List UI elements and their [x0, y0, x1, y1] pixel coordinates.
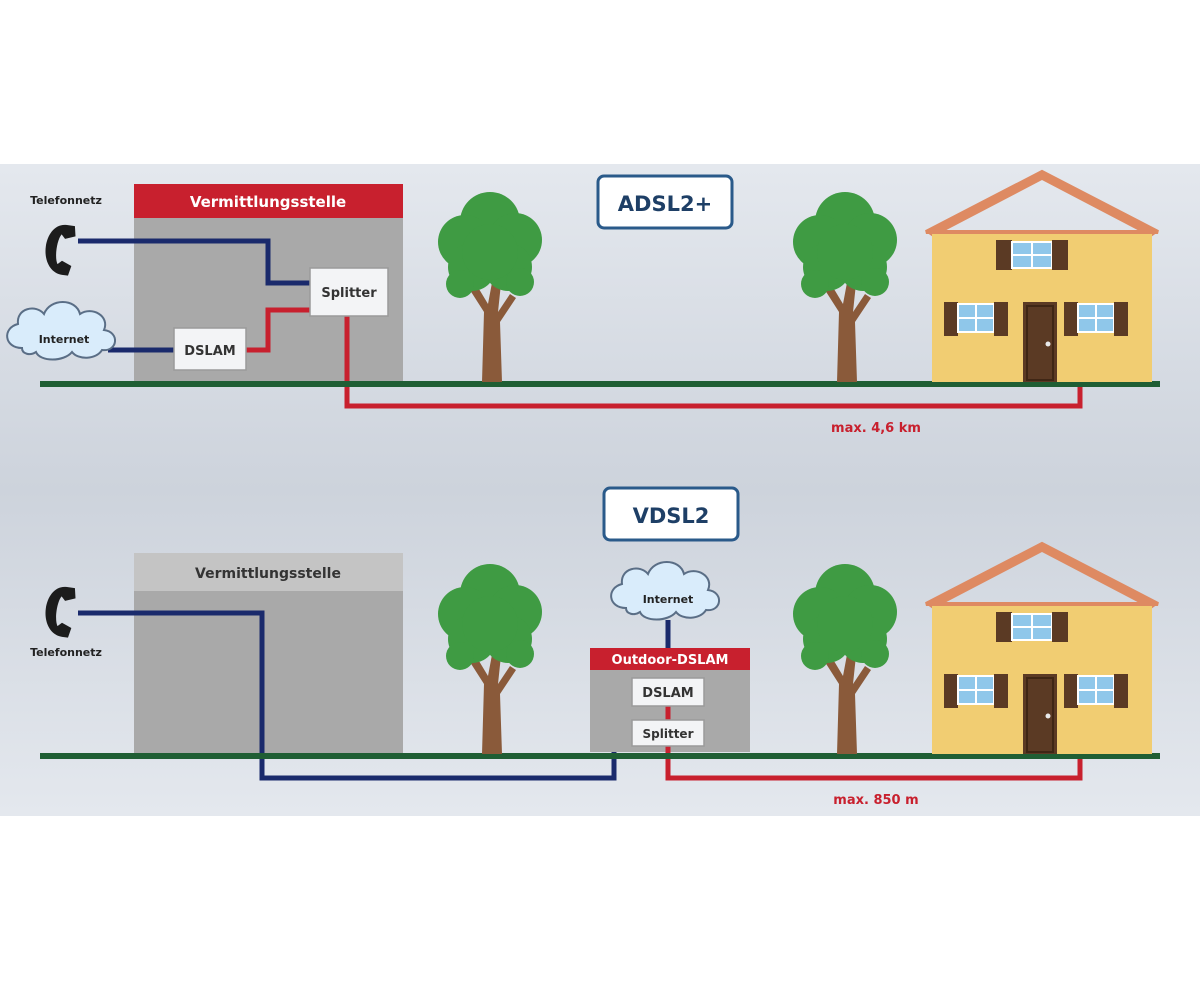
- adsl-title-box: [596, 174, 734, 230]
- adsl-internet-label: Internet: [39, 333, 90, 346]
- vdsl-splitter-box: [631, 719, 705, 747]
- outdoor-dslam-label: Outdoor-DSLAM: [612, 653, 729, 668]
- vdsl-splitter-label: Splitter: [643, 727, 694, 741]
- outdoor-dslam-header: [590, 648, 750, 670]
- vdsl-dsl-line: [665, 746, 1083, 781]
- vdsl-exchange-label: Vermittlungsstelle: [195, 566, 341, 582]
- vdsl-section: Vermittlungsstelle VDSL2 Outdoor-DSLAM D…: [30, 486, 1160, 808]
- vdsl-title: VDSL2: [633, 504, 710, 528]
- vdsl-phone-label: Telefonnetz: [30, 646, 102, 659]
- vdsl-exchange-header: [134, 553, 403, 591]
- adsl-distance-label: max. 4,6 km: [831, 421, 921, 436]
- adsl-phone-label: Telefonnetz: [30, 194, 102, 207]
- vdsl-title-box: [602, 486, 740, 542]
- adsl-dslam-box: [173, 327, 247, 371]
- adsl-title: ADSL2+: [618, 192, 712, 216]
- vdsl-distance-label: max. 850 m: [833, 793, 918, 808]
- adsl-splitter-box: [309, 267, 389, 317]
- adsl-dsl-line: [344, 316, 1083, 409]
- adsl-splitter-label: Splitter: [321, 286, 377, 301]
- adsl-dslam-label: DSLAM: [184, 344, 235, 359]
- adsl-dslam-line: [246, 307, 312, 353]
- adsl-exchange-header: [134, 184, 403, 218]
- vdsl-dslam-box: [631, 677, 705, 707]
- vdsl-dslam-label: DSLAM: [642, 686, 693, 701]
- adsl-exchange-label: Vermittlungsstelle: [190, 193, 346, 211]
- adsl-section: Vermittlungsstelle ADSL2+ Splitter DSLAM…: [6, 170, 1160, 436]
- vdsl-internet-label: Internet: [643, 593, 694, 606]
- adsl-phone-line: [78, 238, 312, 286]
